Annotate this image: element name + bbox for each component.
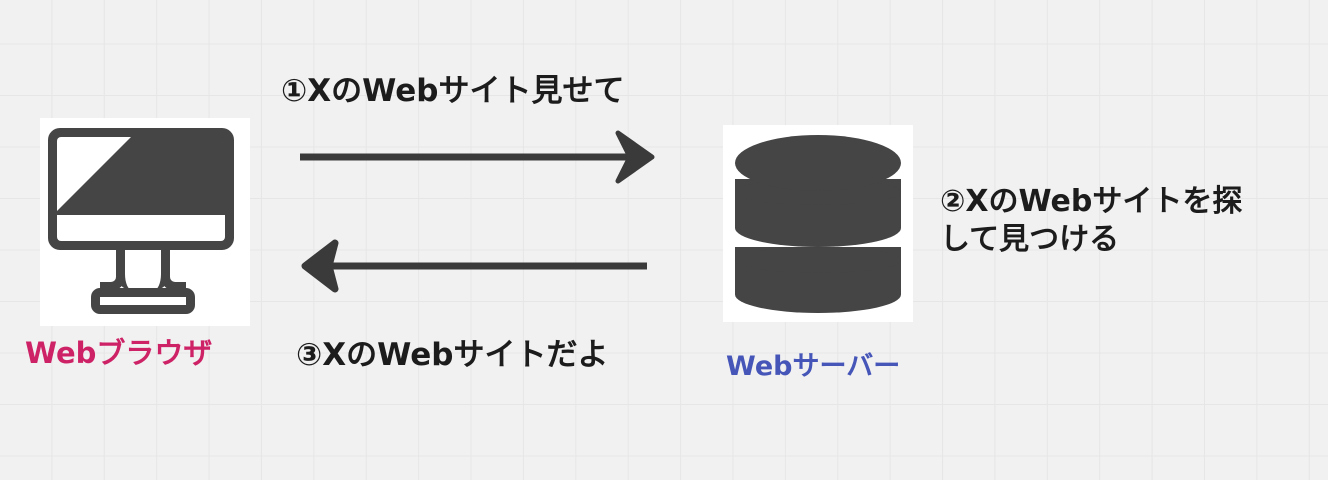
monitor-stand-base [91,288,195,314]
desktop-monitor-icon [48,128,242,316]
server-icon-plate [723,125,913,322]
monitor-stand-neck [100,250,186,291]
database-cylinder-icon [735,135,901,313]
browser-icon-plate [40,118,250,326]
database-segment-top [735,135,901,191]
request-arrow [300,130,655,184]
browser-label: Webブラウザ [25,336,213,370]
response-arrow [301,239,647,293]
monitor-screen-inner [57,137,225,241]
server-label: Webサーバー [726,351,901,382]
message-step-3: ③XのWebサイトだよ [296,337,609,373]
monitor-gloss-triangle [57,137,131,211]
message-step-2: ②XのWebサイトを探 して見つける [940,184,1243,258]
monitor-screen [48,128,234,250]
message-step-1: ①XのWebサイト見せて [281,73,625,109]
database-cap-bottom [735,247,901,273]
monitor-bottom-band [57,215,225,241]
